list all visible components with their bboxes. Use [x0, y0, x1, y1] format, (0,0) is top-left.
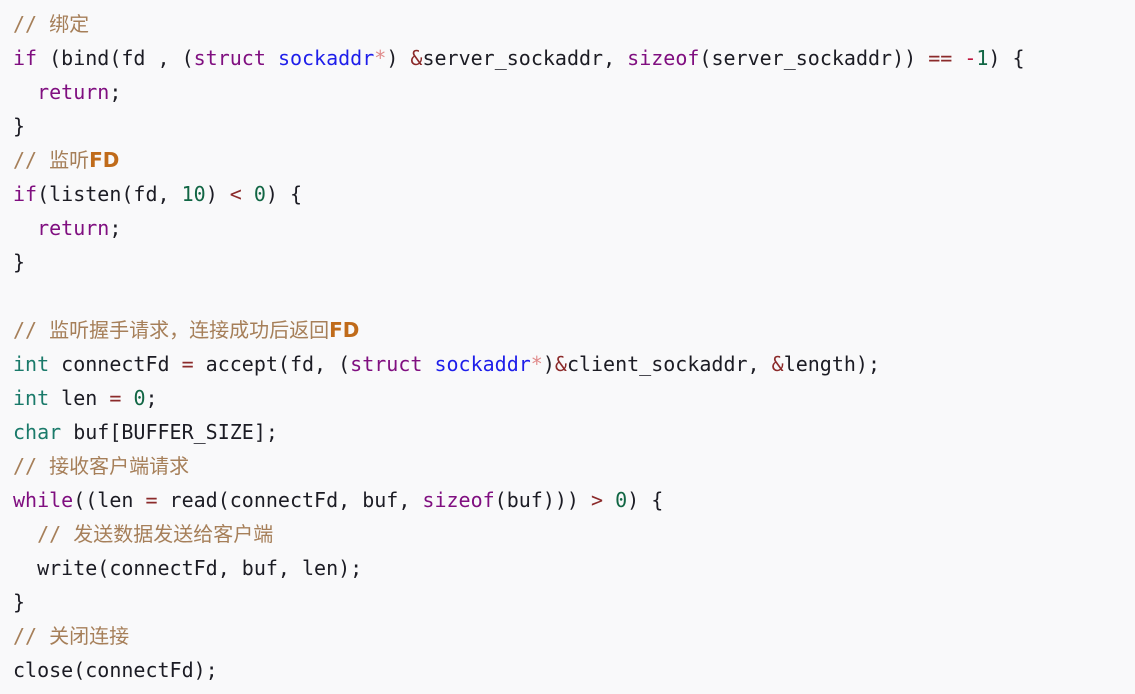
code-token-plain: ((len [73, 488, 146, 512]
code-token-op: & [554, 352, 567, 376]
code-token-type: int [13, 352, 50, 376]
code-token-plain: (buf))) [494, 488, 591, 512]
code-token-plain: (listen(fd, [37, 182, 182, 206]
code-line: // 监听FD [13, 143, 1135, 177]
code-token-plain: write(connectFd, buf, len); [13, 556, 363, 580]
code-token-number: 1 [976, 46, 989, 70]
code-token-op: > [591, 488, 604, 512]
code-token-neg: - [964, 46, 977, 70]
code-line: return; [13, 75, 1135, 109]
code-token-plain: buf[BUFFER_SIZE]; [61, 420, 278, 444]
code-token-type: char [13, 420, 62, 444]
code-token-plain [13, 216, 37, 240]
code-token-star: * [530, 352, 543, 376]
code-token-op: = [145, 488, 158, 512]
code-token-comment: // 发送数据发送给客户端 [37, 522, 274, 546]
code-token-struct-type: sockaddr [434, 352, 531, 376]
code-token-plain [952, 46, 964, 70]
code-token-plain: } [13, 590, 26, 614]
code-token-plain [13, 522, 37, 546]
code-line: write(connectFd, buf, len); [13, 551, 1135, 585]
code-token-plain: ) [205, 182, 230, 206]
code-token-plain: close(connectFd); [13, 658, 218, 682]
code-token-keyword: sizeof [627, 46, 700, 70]
code-line: } [13, 109, 1135, 143]
code-token-comment: // 监听握手请求，连接成功后返回 [13, 318, 330, 342]
code-token-op: == [928, 46, 953, 70]
code-token-plain: len [49, 386, 110, 410]
code-token-keyword: return [37, 80, 110, 104]
code-token-star: * [374, 46, 387, 70]
code-token-plain [242, 182, 254, 206]
code-token-op: & [771, 352, 784, 376]
code-token-number: 0 [133, 386, 146, 410]
code-token-plain: accept(fd, ( [193, 352, 351, 376]
code-token-comment: // 接收客户端请求 [13, 454, 190, 478]
code-line: char buf[BUFFER_SIZE]; [13, 415, 1135, 449]
code-token-plain [121, 386, 133, 410]
code-token-keyword: if [13, 182, 38, 206]
code-line [13, 279, 1135, 313]
code-token-plain: server_sockaddr, [422, 46, 628, 70]
code-line: } [13, 585, 1135, 619]
code-line: if (bind(fd , (struct sockaddr*) &server… [13, 41, 1135, 75]
code-token-comment: // 绑定 [13, 12, 90, 36]
code-token-keyword: return [37, 216, 110, 240]
code-token-keyword: if [13, 46, 38, 70]
code-token-comment-hl: FD [89, 148, 120, 172]
code-token-plain [603, 488, 615, 512]
code-token-op: & [410, 46, 423, 70]
code-token-comment: // 关闭连接 [13, 624, 130, 648]
code-token-plain [266, 46, 278, 70]
code-token-plain: ; [109, 216, 122, 240]
code-line: close(connectFd); [13, 653, 1135, 687]
code-line: // 关闭连接 [13, 619, 1135, 653]
code-token-plain: } [13, 114, 26, 138]
code-token-plain: ; [145, 386, 158, 410]
code-token-number: 0 [253, 182, 266, 206]
code-token-keyword: sizeof [422, 488, 495, 512]
code-token-plain: ) { [988, 46, 1025, 70]
code-line: if(listen(fd, 10) < 0) { [13, 177, 1135, 211]
code-token-plain: ) { [265, 182, 303, 206]
code-line: while((len = read(connectFd, buf, sizeof… [13, 483, 1135, 517]
code-token-plain: } [13, 250, 26, 274]
code-token-keyword: struct [350, 352, 423, 376]
code-token-op: < [229, 182, 242, 206]
code-token-number: 0 [615, 488, 628, 512]
code-token-number: 10 [181, 182, 206, 206]
code-token-plain: ) [542, 352, 555, 376]
code-line: // 监听握手请求，连接成功后返回FD [13, 313, 1135, 347]
code-token-plain: connectFd [49, 352, 182, 376]
code-token-plain: (bind(fd , ( [37, 46, 194, 70]
code-token-plain: read(connectFd, buf, [157, 488, 423, 512]
code-token-plain [422, 352, 434, 376]
code-line: // 绑定 [13, 7, 1135, 41]
code-token-op: = [109, 386, 122, 410]
code-line: } [13, 245, 1135, 279]
code-token-type: int [13, 386, 50, 410]
code-token-plain: length); [783, 352, 881, 376]
code-token-comment-hl: FD [329, 318, 360, 342]
code-line: int len = 0; [13, 381, 1135, 415]
code-token-keyword: while [13, 488, 74, 512]
code-token-plain: ; [109, 80, 122, 104]
code-token-plain: (server_sockaddr)) [699, 46, 929, 70]
code-token-plain [13, 80, 37, 104]
code-token-plain: ) { [627, 488, 664, 512]
code-token-op: = [181, 352, 194, 376]
code-line: // 发送数据发送给客户端 [13, 517, 1135, 551]
code-line: return; [13, 211, 1135, 245]
code-line: // 接收客户端请求 [13, 449, 1135, 483]
code-line: int connectFd = accept(fd, (struct socka… [13, 347, 1135, 381]
code-token-comment: // 监听 [13, 148, 90, 172]
code-token-plain: client_sockaddr, [566, 352, 772, 376]
code-token-plain: ) [386, 46, 411, 70]
code-token-keyword: struct [193, 46, 266, 70]
code-token-struct-type: sockaddr [277, 46, 375, 70]
